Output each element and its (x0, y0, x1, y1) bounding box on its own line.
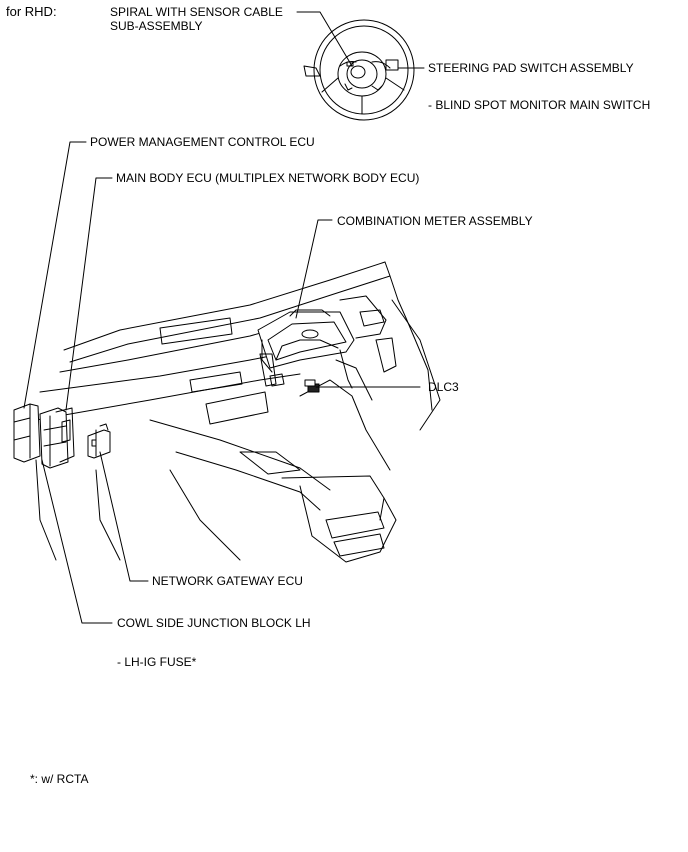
label-spiral-line2: SUB-ASSEMBLY (110, 19, 203, 33)
label-main-body: MAIN BODY ECU (MULTIPLEX NETWORK BODY EC… (116, 171, 420, 185)
footnote: *: w/ RCTA (30, 772, 89, 786)
label-combination-meter: COMBINATION METER ASSEMBLY (337, 214, 533, 228)
steering-wheel-illustration (303, 19, 415, 121)
leader-lines (23, 11, 425, 624)
label-cowl-side: COWL SIDE JUNCTION BLOCK LH (117, 616, 311, 630)
label-steering-pad: STEERING PAD SWITCH ASSEMBLY (428, 61, 634, 75)
label-network-gateway: NETWORK GATEWAY ECU (152, 574, 303, 588)
network-gateway-ecu-illustration (87, 423, 111, 459)
label-spiral-line1: SPIRAL WITH SENSOR CABLE (110, 5, 283, 19)
ecu-stack-illustration (13, 403, 75, 469)
label-lh-ig-fuse: - LH-IG FUSE* (117, 655, 197, 669)
dashboard-illustration (13, 261, 441, 563)
header-variant: for RHD: (6, 4, 57, 19)
label-dlc3: DLC3 (428, 380, 459, 394)
label-blind-spot: - BLIND SPOT MONITOR MAIN SWITCH (428, 98, 651, 112)
label-power-management: POWER MANAGEMENT CONTROL ECU (90, 135, 315, 149)
